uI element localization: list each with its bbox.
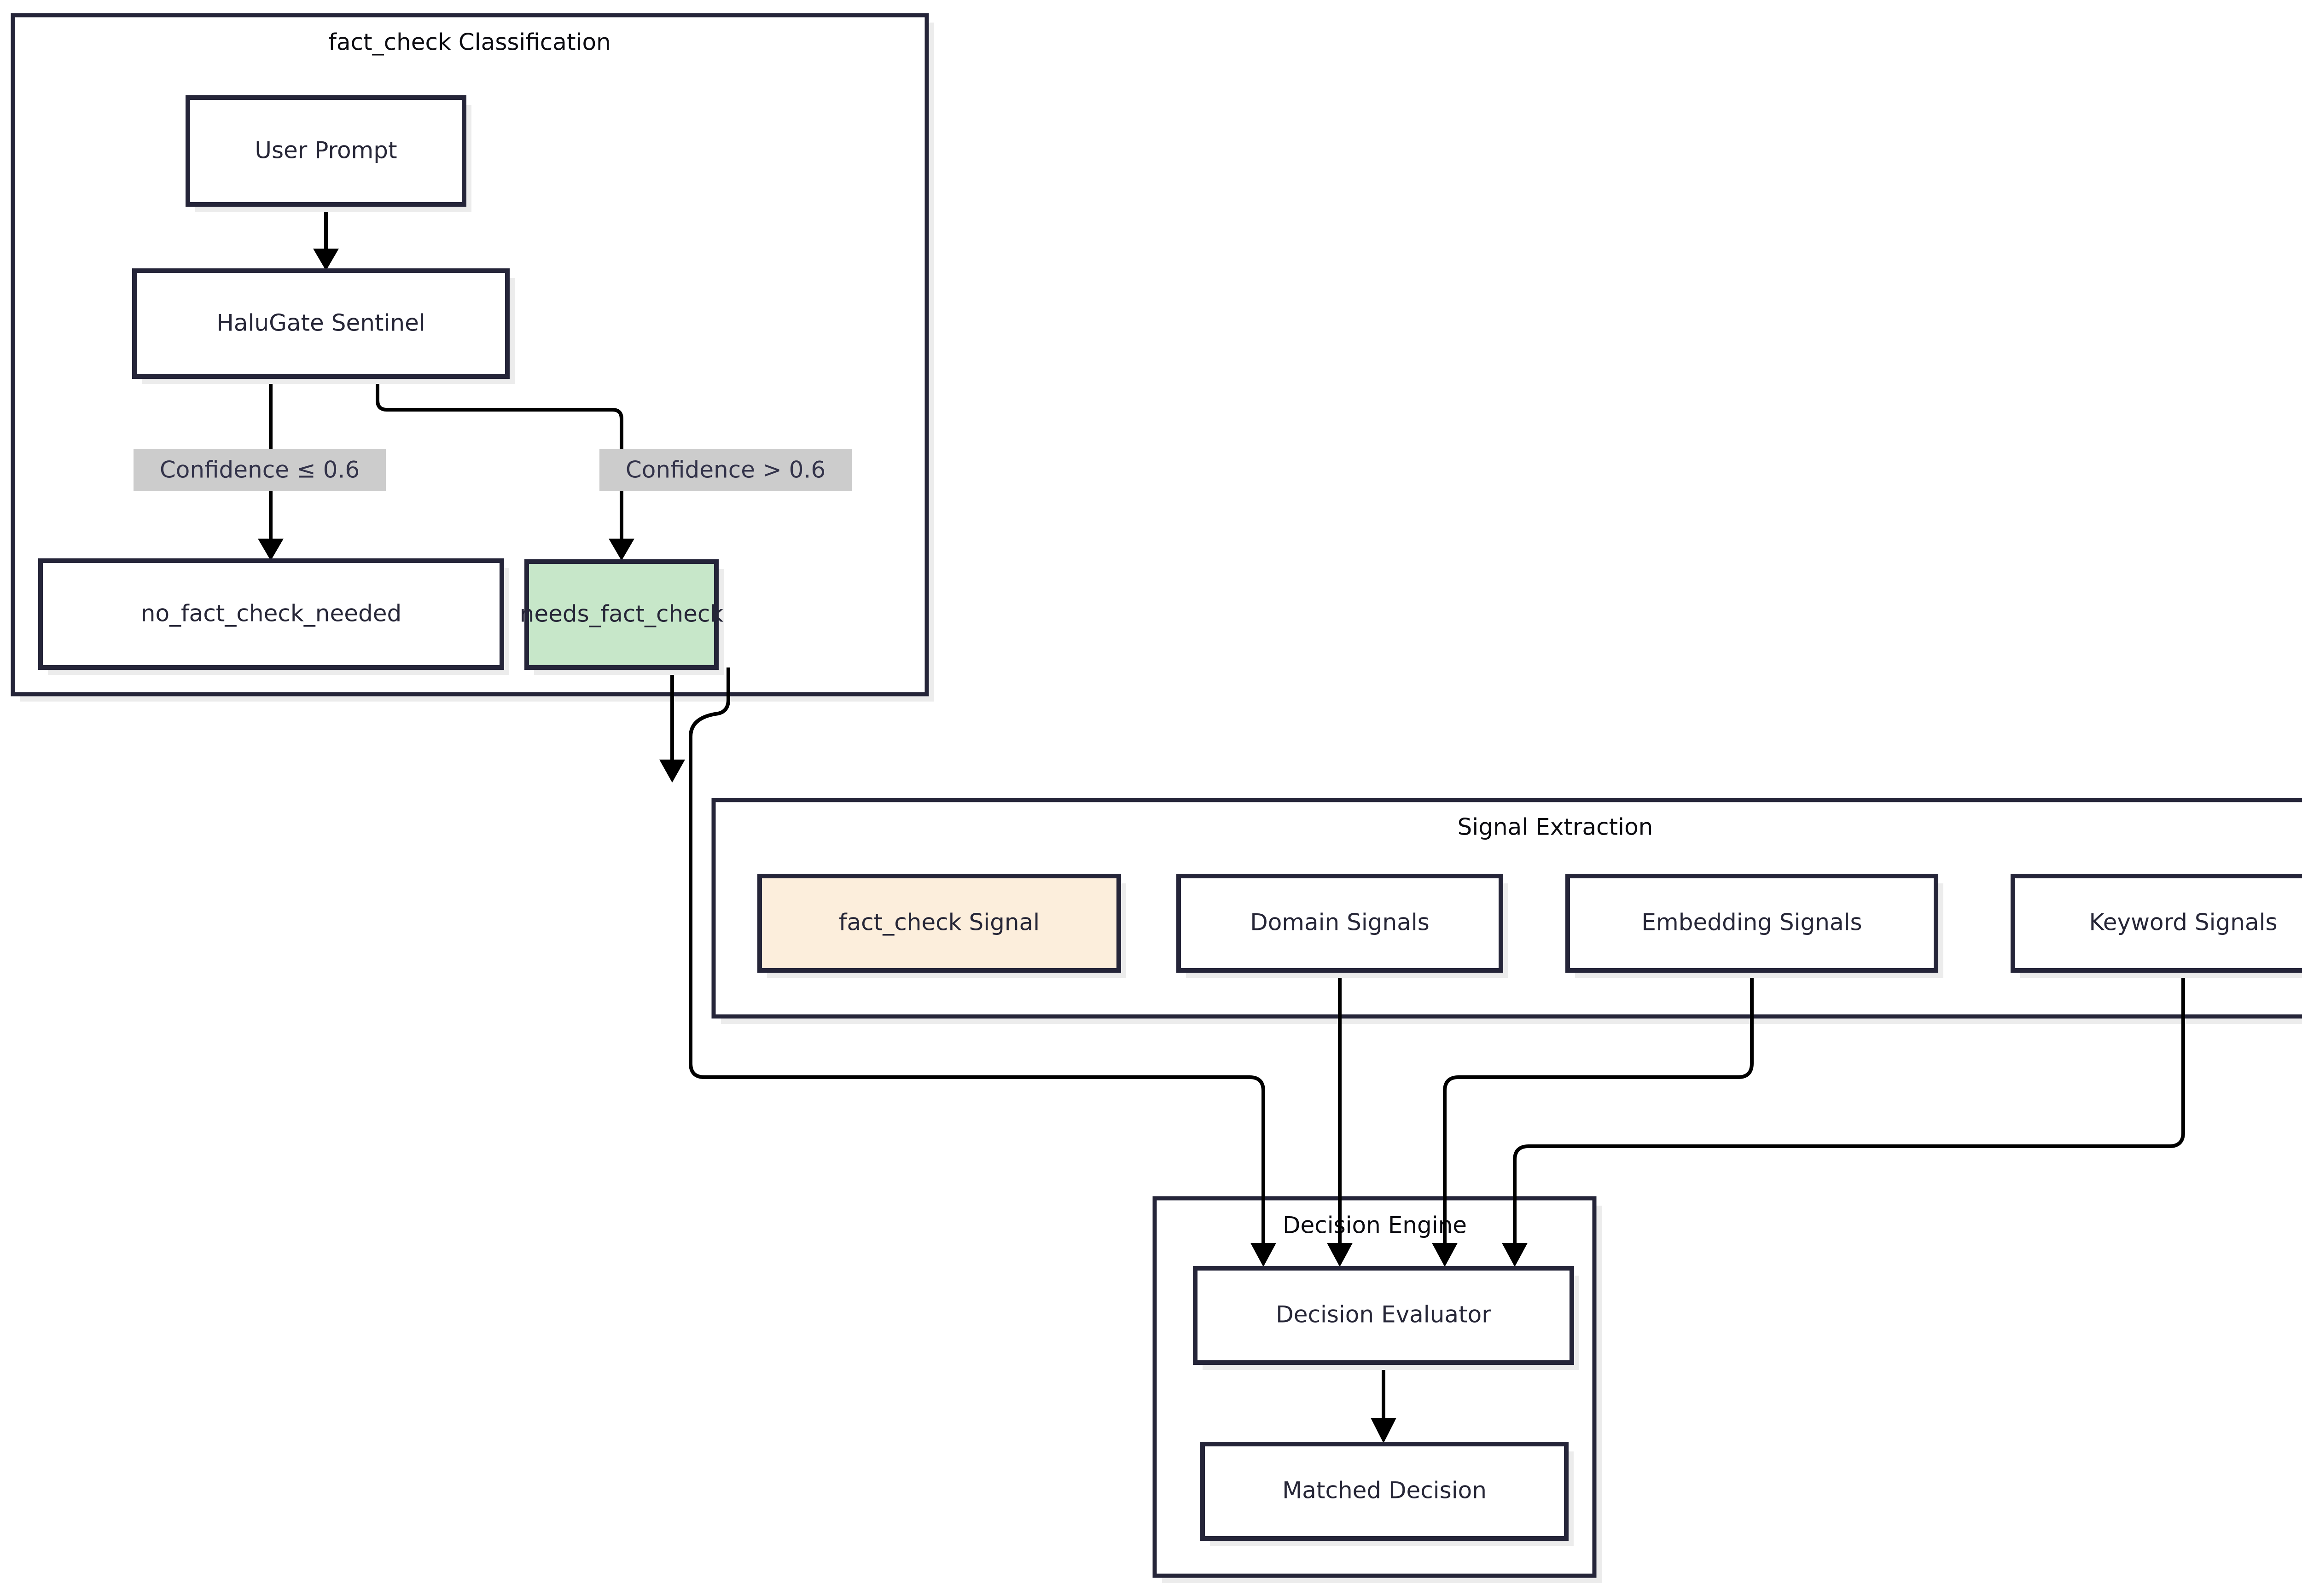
arrow-head [1432, 1243, 1458, 1267]
node-box[interactable] [1200, 1442, 1569, 1541]
edge-domain-signals-to-evaluator [1327, 970, 1353, 1267]
edge-line [1513, 970, 2185, 1243]
node-label-user-prompt: User Prompt [255, 137, 397, 164]
node-box[interactable] [1193, 1266, 1574, 1365]
node-box[interactable] [132, 268, 510, 379]
edge-halugate-to-needs-fact-check [376, 377, 634, 561]
edge-embedding-signals-to-evaluator [1432, 970, 1754, 1267]
node-fact-check-signal[interactable]: fact_check Signal [757, 874, 1126, 978]
node-box[interactable] [1176, 874, 1503, 973]
edge-line [1443, 970, 1754, 1243]
edge-evaluator-to-matched-decision [1371, 1363, 1396, 1443]
node-decision-evaluator[interactable]: Decision Evaluator [1193, 1266, 1579, 1370]
node-label-keyword-signals: Keyword Signals [2089, 909, 2277, 936]
node-box[interactable] [1565, 874, 1938, 973]
node-label-decision-evaluator: Decision Evaluator [1276, 1301, 1491, 1328]
node-label-embedding-signals: Embedding Signals [1641, 909, 1862, 936]
edge-label-confidence-high: Confidence > 0.6 [599, 449, 852, 491]
edge-label-text-confidence-high: Confidence > 0.6 [626, 457, 825, 483]
node-box[interactable] [524, 559, 719, 670]
edge-label-text-confidence-low: Confidence ≤ 0.6 [160, 457, 360, 483]
node-embedding-signals[interactable]: Embedding Signals [1565, 874, 1943, 978]
arrow-head [659, 760, 685, 783]
cluster-title-fact-check-classification: fact_check Classification [328, 29, 610, 56]
edge-needs-fact-check-to-evaluator [689, 667, 1276, 1267]
node-keyword-signals[interactable]: Keyword Signals [2011, 874, 2302, 978]
node-label-needs-fact-check: needs_fact_check [520, 601, 724, 627]
cluster-title-decision-engine: Decision Engine [1283, 1212, 1467, 1239]
arrow-head [313, 249, 339, 271]
arrow-head [1502, 1243, 1528, 1267]
node-box[interactable] [2011, 874, 2302, 973]
node-box[interactable] [186, 95, 466, 207]
arrow-head [1250, 1243, 1276, 1267]
arrow-head [1371, 1418, 1396, 1443]
node-matched-decision[interactable]: Matched Decision [1200, 1442, 1574, 1546]
node-no-fact-check-needed[interactable]: no_fact_check_needed [38, 558, 509, 675]
node-halugate-sentinel[interactable]: HaluGate Sentinel [132, 268, 515, 384]
edge-label-background [599, 449, 852, 491]
node-label-domain-signals: Domain Signals [1250, 909, 1430, 936]
node-needs-fact-check[interactable]: needs_fact_check [520, 559, 724, 675]
edge-line [689, 667, 1265, 1243]
arrow-head [609, 539, 634, 561]
node-user-prompt[interactable]: User Prompt [186, 95, 471, 212]
arrow-head [1327, 1243, 1353, 1267]
node-box[interactable] [757, 874, 1121, 973]
edge-label-background [134, 449, 386, 491]
arrow-head [258, 539, 284, 561]
node-label-no-fact-check-needed: no_fact_check_needed [141, 600, 401, 627]
edge-needs-fact-check-to-signal [659, 667, 685, 783]
cluster-title-signal-extraction: Signal Extraction [1458, 814, 1653, 841]
node-label-matched-decision: Matched Decision [1282, 1477, 1487, 1504]
edge-keyword-signals-to-evaluator [1502, 970, 2185, 1267]
node-domain-signals[interactable]: Domain Signals [1176, 874, 1508, 978]
node-label-halugate-sentinel: HaluGate Sentinel [216, 310, 425, 337]
edge-label-confidence-low: Confidence ≤ 0.6 [134, 449, 386, 491]
edge-line [376, 377, 623, 539]
node-box[interactable] [38, 558, 504, 670]
node-label-fact-check-signal: fact_check Signal [839, 909, 1040, 936]
